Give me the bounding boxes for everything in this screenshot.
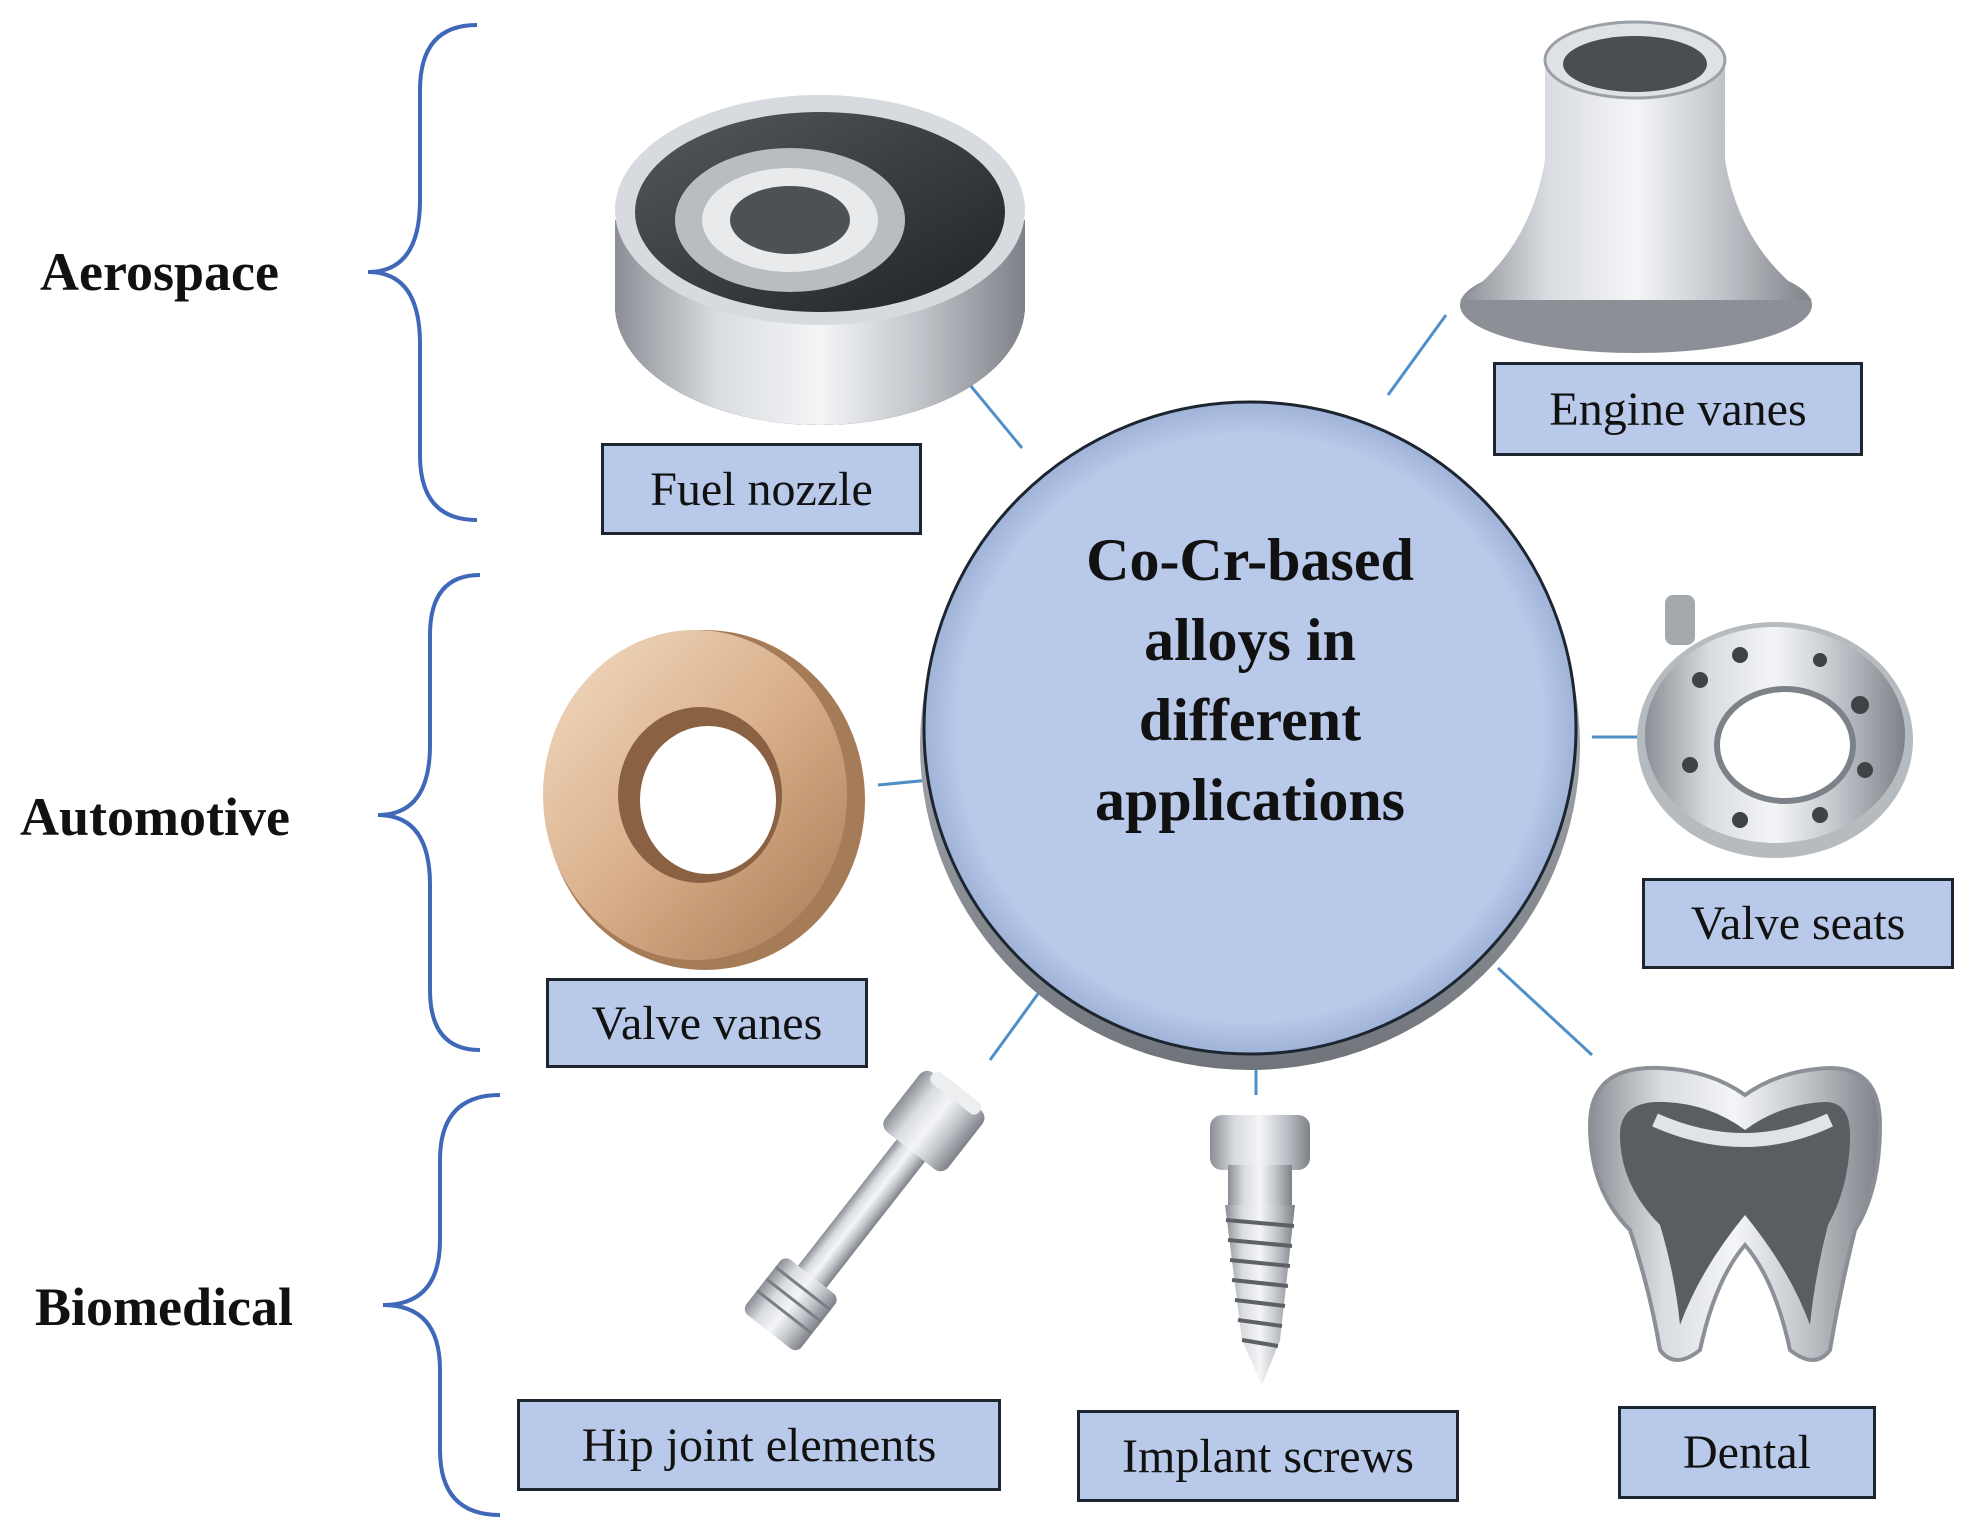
label-engine-vanes: Engine vanes bbox=[1493, 362, 1863, 456]
label-hip-joint-elements: Hip joint elements bbox=[517, 1399, 1001, 1491]
valve-seat-image bbox=[1637, 595, 1913, 858]
central-disc bbox=[920, 400, 1580, 1070]
label-valve-vanes: Valve vanes bbox=[546, 978, 868, 1068]
aerospace-brace bbox=[367, 23, 478, 522]
category-automotive: Automotive bbox=[20, 787, 290, 847]
dental-implant-image bbox=[1587, 1065, 1883, 1362]
category-aerospace: Aerospace bbox=[40, 242, 279, 302]
implant-screw-image bbox=[1210, 1115, 1310, 1385]
label-dental: Dental bbox=[1618, 1406, 1876, 1499]
category-biomedical: Biomedical bbox=[35, 1277, 293, 1337]
center-title-line: applications bbox=[1094, 767, 1406, 833]
engine-vane-image bbox=[1460, 20, 1812, 353]
fuel-nozzle-image bbox=[615, 95, 1025, 425]
center-title-line: different bbox=[1138, 687, 1362, 753]
label-valve-seats: Valve seats bbox=[1642, 878, 1954, 969]
biomedical-brace bbox=[382, 1093, 501, 1517]
valve-vane-image bbox=[543, 630, 865, 970]
label-implant-screws: Implant screws bbox=[1077, 1410, 1459, 1502]
label-fuel-nozzle: Fuel nozzle bbox=[601, 443, 922, 535]
center-title-line: Co-Cr-based bbox=[1086, 527, 1414, 593]
hip-joint-image bbox=[744, 1070, 985, 1351]
center-title-line: alloys in bbox=[1144, 607, 1356, 673]
automotive-brace bbox=[377, 573, 481, 1052]
center-title: Co-Cr-based alloys in different applicat… bbox=[940, 520, 1560, 840]
